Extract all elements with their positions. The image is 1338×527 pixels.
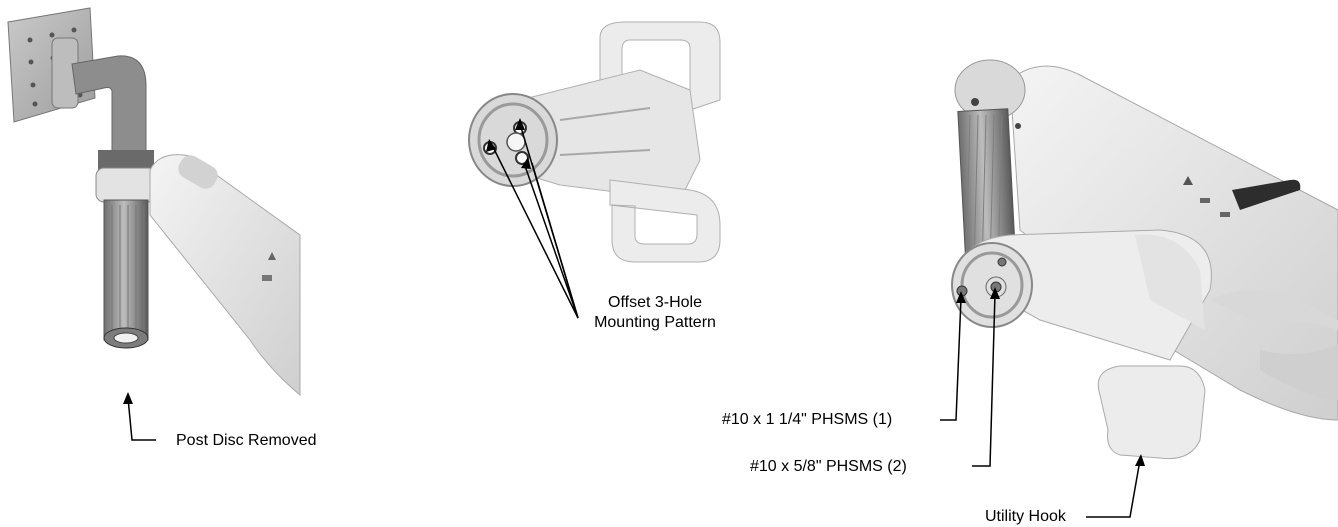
upper-collar: [95, 167, 157, 203]
adjust-lever: [1232, 179, 1301, 210]
offset-arrow-3: [523, 162, 579, 319]
screw-short-label: #10 x 5/8" PHSMS (2): [750, 458, 907, 475]
elbow-arm: [71, 55, 147, 161]
right-arm-illustration: [951, 59, 1338, 460]
screw-short-head-2: [997, 257, 1007, 267]
screw-long-callout: [940, 297, 962, 421]
pivot-collar: [98, 150, 154, 170]
arrowheads: [123, 118, 1145, 466]
callout-lines: [127, 123, 1141, 518]
offset-pattern-label-line2: Mounting Pattern: [594, 314, 716, 331]
screw-long-label: #10 x 1 1/4" PHSMS (1): [722, 411, 893, 428]
left-arm-illustration: [7, 7, 301, 397]
attached-hook-prong: [1097, 365, 1206, 460]
post-disc-removed-label: Post Disc Removed: [176, 432, 317, 449]
offset-pattern-label-line1: Offset 3-Hole: [608, 294, 702, 311]
hook-top-prong: [599, 21, 721, 111]
center-hook-illustration: [468, 21, 721, 263]
post: [103, 199, 149, 341]
utility-hook-callout: [1086, 459, 1141, 518]
arm-body: [149, 154, 301, 397]
arm-slot: [178, 155, 218, 189]
utility-hook-label: Utility Hook: [985, 508, 1066, 525]
post-disc-callout: [127, 397, 156, 441]
offset-arrow-1: [491, 144, 579, 319]
screw-short-callout: [972, 293, 996, 467]
hook-bottom-prong: [609, 179, 721, 263]
